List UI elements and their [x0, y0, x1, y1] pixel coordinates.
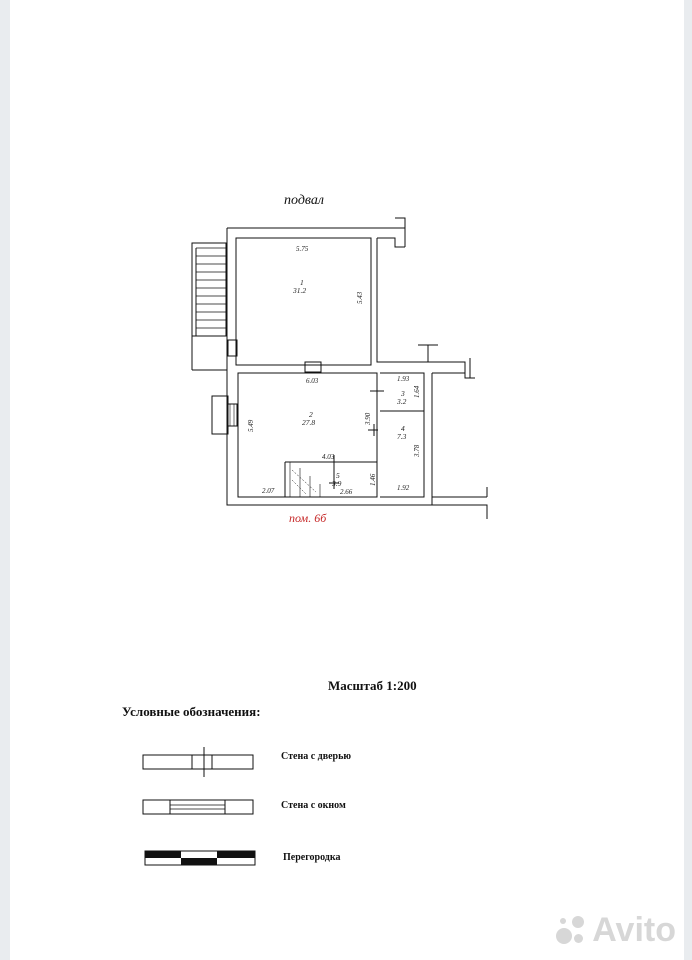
scale-label: Масштаб 1:200 [328, 678, 417, 693]
room-reference: пом. 6б [289, 511, 327, 525]
outer-wall [226, 227, 420, 506]
dimension-label: 1.92 [397, 484, 410, 492]
dimension-label: 5.43 [356, 291, 364, 304]
dimension-label: 1.46 [369, 473, 377, 486]
plan-title: подвал [284, 193, 324, 208]
watermark-text: Avito [592, 911, 676, 949]
room-1-outline [235, 237, 372, 366]
dimension-label: 5.75 [296, 245, 309, 253]
exterior-stair [191, 242, 227, 337]
room-5-area: 3.9 [331, 479, 342, 488]
legend-label-partition: Перегородка [283, 852, 341, 863]
dimension-label: 3.78 [413, 444, 421, 458]
room-2-area: 27.8 [302, 418, 315, 427]
inner-wall-upper [376, 237, 425, 363]
legend-label-wall-window: Стена с окном [281, 800, 346, 811]
legend-symbol-wall-door [142, 747, 254, 777]
dimension-label: 2.66 [340, 488, 353, 496]
room-1-area: 31.2 [292, 286, 306, 295]
dimension-label: 1.64 [413, 385, 421, 398]
room-3-number: 3 [400, 389, 405, 398]
page-edge-right [684, 0, 692, 960]
avito-logo-icon [554, 914, 588, 948]
room-2-outline [237, 372, 378, 498]
dimension-label: 4.03 [322, 453, 335, 461]
dimension-label: 6.03 [306, 377, 319, 385]
legend-label-wall-door: Стена с дверью [281, 751, 352, 762]
legend-title: Условные обозначения: [122, 704, 261, 719]
dimension-label: 2.07 [262, 487, 275, 495]
room-3-area: 3.2 [396, 397, 407, 406]
room-4-area: 7.3 [397, 432, 407, 441]
dimension-label: 5.49 [247, 419, 255, 432]
watermark: Avito [554, 911, 676, 950]
legend-symbol-partition [144, 850, 256, 866]
room-1-number: 1 [300, 278, 304, 287]
dimension-label: 3.90 [364, 412, 372, 426]
room-4-number: 4 [401, 424, 405, 433]
room-5-number: 5 [336, 471, 340, 480]
page-edge-left [0, 0, 10, 960]
legend-symbol-wall-window [142, 799, 254, 815]
dimension-label: 1.93 [397, 375, 410, 383]
room-2-number: 2 [309, 410, 313, 419]
